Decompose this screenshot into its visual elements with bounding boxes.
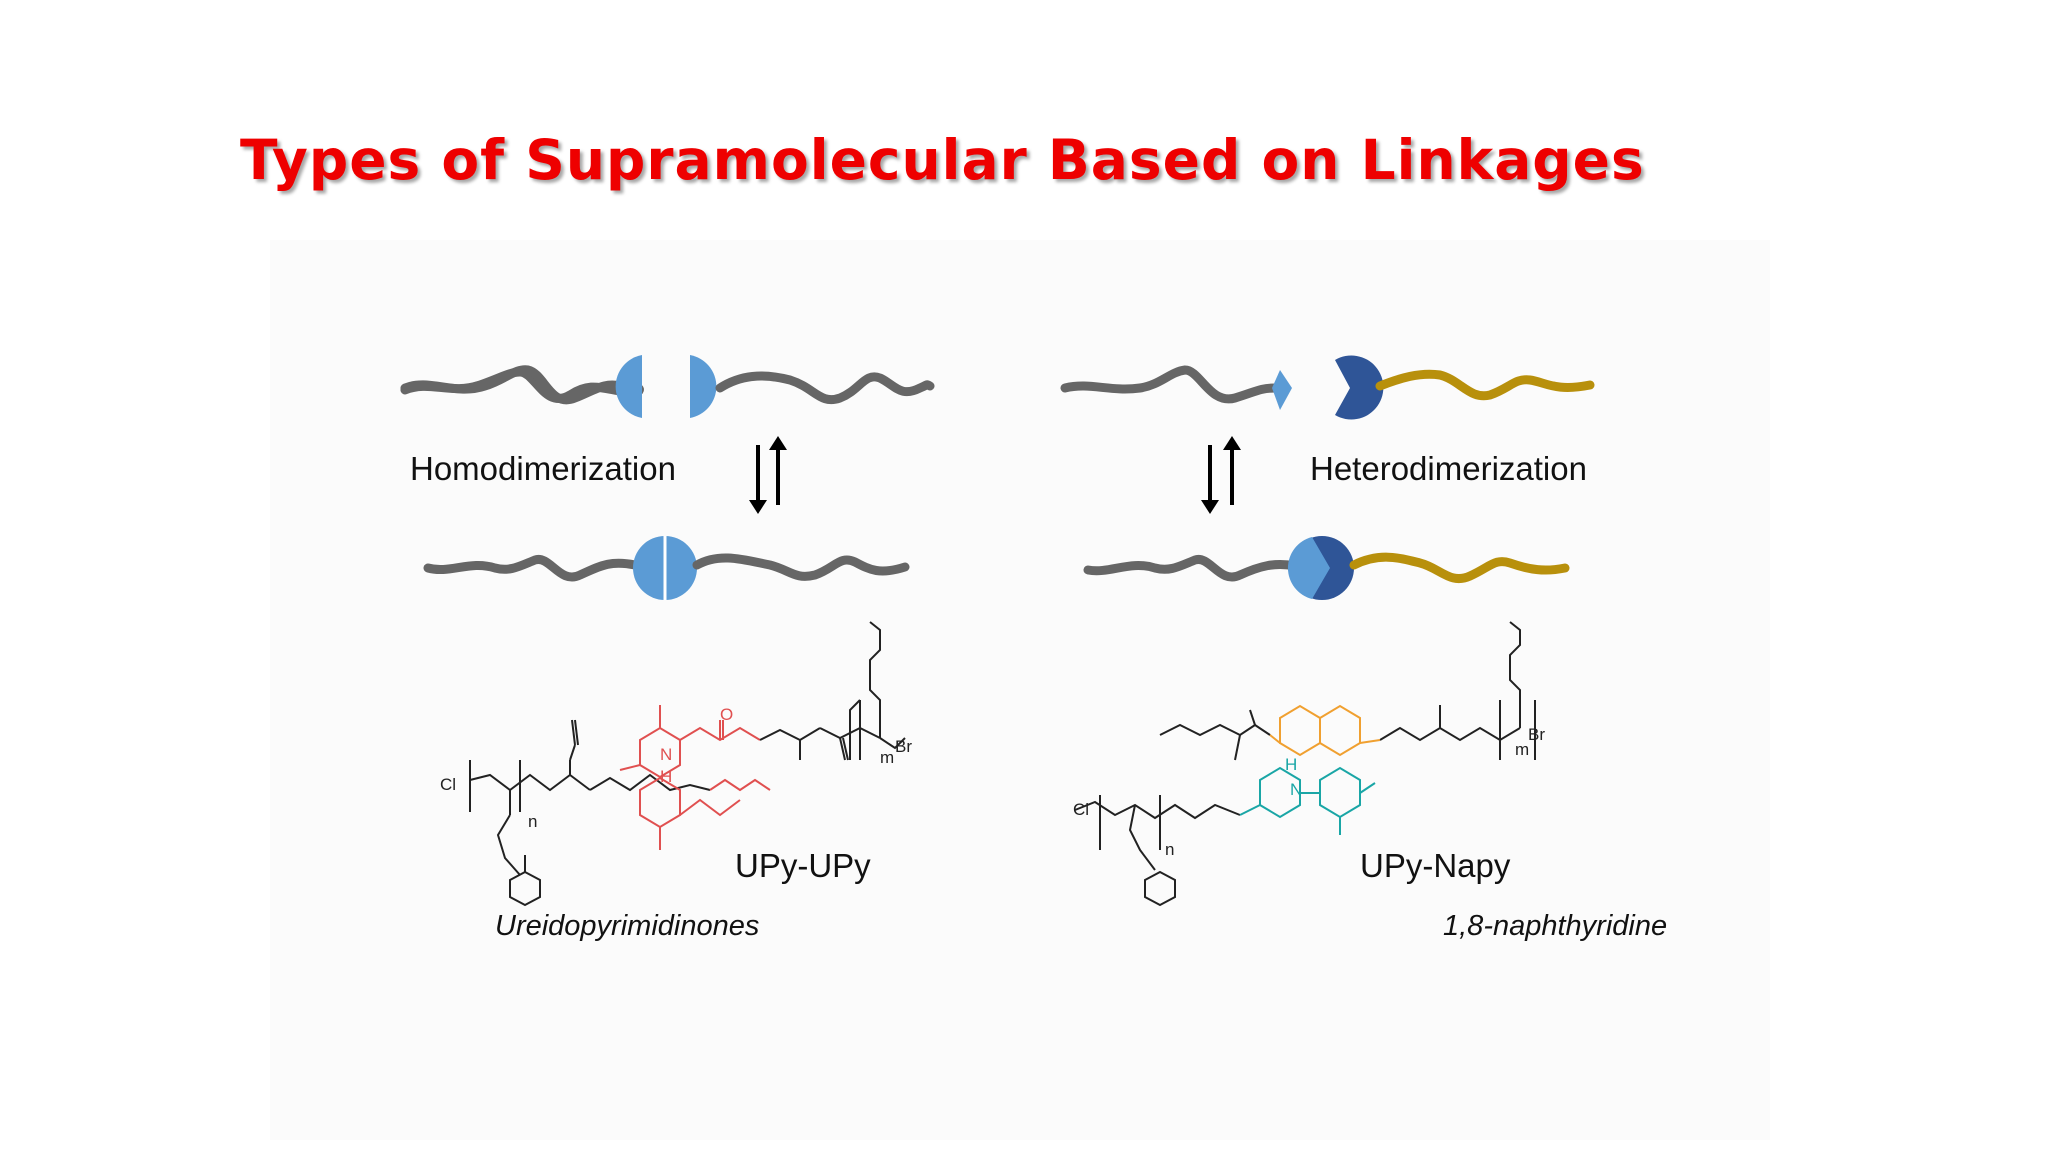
- upy-m-subscript: m: [880, 748, 894, 767]
- upy-cl-label: Cl: [440, 775, 456, 794]
- napy-n-atom: N: [1290, 780, 1302, 799]
- hetero-top-left-chain: [1060, 365, 1280, 404]
- upy-upy-label: UPy-UPy: [735, 847, 871, 884]
- napy-br-label: Br: [1528, 725, 1545, 744]
- upy-napy-structure: Cl n Br m H N: [1073, 621, 1545, 907]
- upy-n-atom: N: [660, 745, 672, 764]
- homodimerization-label: Homodimerization: [410, 450, 676, 487]
- upy-upy-structure: Cl n Br m N H O: [440, 621, 912, 907]
- hetero-equilibrium-arrows: [1201, 436, 1241, 514]
- homo-top-left-upy-half: [615, 355, 642, 418]
- ureidopyrimidinones-caption: Ureidopyrimidinones: [495, 910, 760, 942]
- hetero-napy-acceptor-dark: [1335, 355, 1384, 420]
- napy-m-subscript: m: [1515, 740, 1529, 759]
- hetero-top-right-chain: [1375, 369, 1595, 401]
- homo-equilibrium-arrows: [749, 436, 787, 514]
- upy-napy-label: UPy-Napy: [1360, 847, 1511, 884]
- upy-h-atom: H: [660, 767, 672, 786]
- hetero-bottom-left-chain: [1083, 555, 1300, 582]
- homo-bottom-right-chain: [692, 553, 910, 581]
- homo-top-left-chain-path: [400, 365, 625, 405]
- hetero-dimer-light: [1287, 537, 1330, 599]
- napy-n-subscript: n: [1165, 840, 1174, 859]
- hetero-bottom-right-chain: [1349, 552, 1570, 583]
- homo-top-right-chain: [715, 371, 935, 404]
- upy-o-atom: O: [720, 705, 733, 724]
- napy-h-atom: H: [1285, 755, 1297, 774]
- heterodimerization-label: Heterodimerization: [1310, 450, 1587, 487]
- homo-bottom-left-chain: [423, 555, 640, 582]
- upy-br-label: Br: [895, 737, 912, 756]
- slide-title: Types of Supramolecular Based on Linkage…: [240, 128, 1645, 192]
- napy-cl-label: Cl: [1073, 800, 1089, 819]
- upy-n-subscript: n: [528, 812, 537, 831]
- hetero-napy-acceptor-light: [1272, 370, 1292, 410]
- naphthyridine-caption: 1,8-naphthyridine: [1443, 910, 1668, 942]
- homo-top-right-upy-half: [690, 355, 717, 418]
